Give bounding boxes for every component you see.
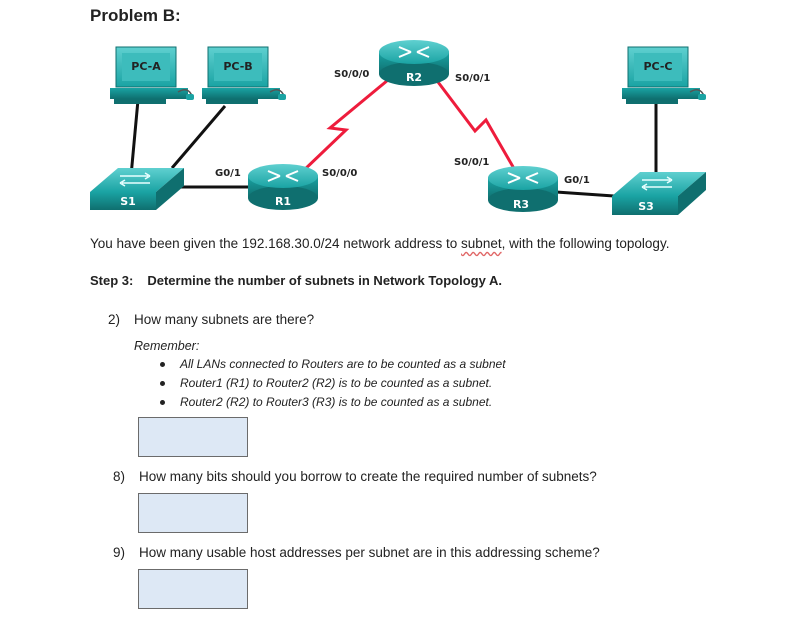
intro-text: You have been given the 192.168.30.0/24 …: [90, 236, 669, 251]
switch-s1-label: S1: [120, 195, 136, 208]
link-pca-s1: [129, 99, 140, 177]
answer-box-question-9[interactable]: [138, 569, 248, 609]
pc-c[interactable]: PC-C: [622, 46, 706, 104]
remember-list: All LANs connected to Routers are to be …: [160, 355, 506, 412]
step-text: Determine the number of subnets in Netwo…: [147, 273, 502, 288]
remember-item: Router2 (R2) to Router3 (R3) is to be co…: [160, 393, 506, 412]
pc-a-label: PC-A: [131, 60, 161, 73]
switch-s3-label: S3: [638, 200, 654, 213]
question-2-text: How many subnets are there?: [134, 312, 315, 327]
pc-b-label: PC-B: [223, 60, 252, 73]
remember-item: All LANs connected to Routers are to be …: [160, 355, 506, 374]
question-9-number: 9): [113, 545, 126, 560]
link-pcb-s1: [170, 105, 227, 169]
remember-label: Remember:: [134, 339, 200, 353]
question-8: 8) How many bits should you borrow to cre…: [113, 469, 597, 484]
intro-before: You have been given the 192.168.30.0/24 …: [90, 236, 462, 251]
pc-c-label: PC-C: [643, 60, 672, 73]
step-label: Step 3:: [90, 273, 134, 288]
port-r1-g01: G0/1: [215, 168, 241, 179]
question-2-number: 2): [108, 312, 121, 327]
port-r2-s001: S0/0/1: [455, 73, 490, 84]
intro-underlined-word: subnet: [461, 236, 502, 251]
port-r3-g01: G0/1: [564, 175, 590, 186]
router-r2[interactable]: R2: [379, 40, 449, 86]
answer-box-question-8[interactable]: [138, 493, 248, 533]
question-2: 2) How many subnets are there?: [108, 312, 314, 327]
switch-s1[interactable]: S1: [90, 168, 184, 210]
network-topology-diagram: PC-A PC-B PC-C S1 S3: [90, 40, 706, 215]
router-r1-label: R1: [275, 195, 291, 208]
step-heading: Step 3: Determine the number of subnets i…: [90, 273, 502, 288]
problem-title: Problem B:: [90, 6, 181, 25]
question-9: 9) How many usable host addresses per sub…: [113, 545, 600, 560]
router-r1[interactable]: R1: [248, 164, 318, 210]
serial-link-r2-r3: [436, 81, 518, 173]
link-r3-s3: [555, 190, 615, 198]
port-r1-s000: S0/0/0: [322, 168, 357, 179]
serial-link-r1-r2: [300, 78, 389, 174]
router-r3-label: R3: [513, 198, 529, 211]
switch-s3[interactable]: S3: [612, 172, 706, 215]
pc-a[interactable]: PC-A: [110, 46, 194, 104]
intro-after: , with the following topology.: [501, 236, 670, 251]
router-r2-label: R2: [406, 71, 422, 84]
router-r3[interactable]: R3: [488, 166, 558, 212]
pc-b[interactable]: PC-B: [202, 46, 286, 104]
question-8-number: 8): [113, 469, 126, 484]
remember-item: Router1 (R1) to Router2 (R2) is to be co…: [160, 374, 506, 393]
port-r3-s001: S0/0/1: [454, 157, 489, 168]
port-r2-s000: S0/0/0: [334, 69, 369, 80]
answer-box-question-2[interactable]: [138, 417, 248, 457]
question-9-text: How many usable host addresses per subne…: [139, 545, 600, 560]
question-8-text: How many bits should you borrow to creat…: [139, 469, 597, 484]
